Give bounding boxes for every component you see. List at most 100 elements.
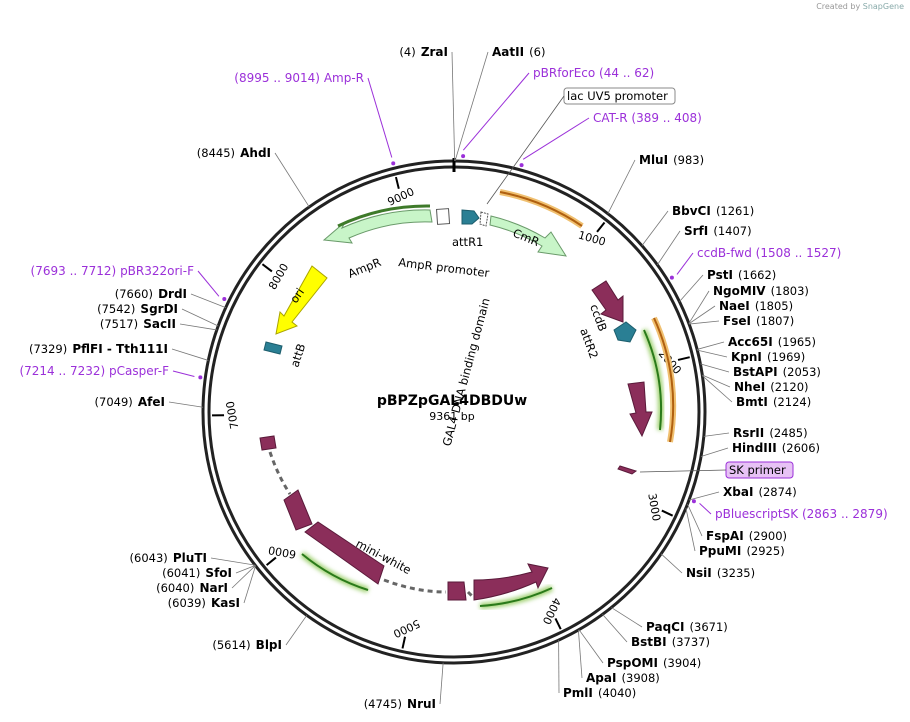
- site-psti[interactable]: PstI (1662): [707, 264, 776, 283]
- leader-hindiii: [700, 447, 729, 457]
- orange-arc-right: [653, 317, 675, 443]
- leader-pluti: [210, 557, 256, 566]
- site-ppumi[interactable]: PpuMI (2925): [699, 540, 785, 559]
- mw-exon4: [447, 581, 467, 601]
- leader-blpi: [285, 615, 308, 646]
- site-hindiii[interactable]: HindIII (2606): [732, 437, 820, 456]
- primer-pbr322ori-f[interactable]: (7693 .. 7712) pBR322ori-F: [31, 264, 195, 278]
- site-aatii[interactable]: AatII (6): [492, 41, 545, 60]
- attr1-label: attR1: [452, 235, 483, 249]
- site-ahdi[interactable]: (8445) AhdI: [197, 142, 271, 161]
- ampr-primer-bar: [337, 204, 431, 228]
- site-apai[interactable]: ApaI (3908): [586, 667, 660, 686]
- primer-pbrforeco[interactable]: pBRforEco (44 .. 62): [533, 66, 654, 80]
- attr1-hatch: [479, 211, 489, 227]
- primer-name-pbluescriptsk: pBluescriptSK: [715, 507, 799, 521]
- primer-range-pbr322ori-f: (7693 .. 7712): [31, 264, 117, 278]
- site-sgrdi[interactable]: (7542) SgrDI: [97, 298, 178, 317]
- site-pos-sacii: (7517): [100, 317, 138, 331]
- site-blpi[interactable]: (5614) BlpI: [212, 634, 282, 653]
- primer-leader-pcasper-f: [172, 370, 195, 378]
- site-naei[interactable]: NaeI (1805): [719, 295, 793, 314]
- tick-5000: [401, 636, 407, 649]
- leader-fspai: [687, 503, 703, 537]
- orange-arc-top: [499, 191, 583, 227]
- primer-range-ccdb-fwd: (1508 .. 1527): [756, 246, 842, 260]
- tick-3000: [661, 509, 674, 517]
- tick-1000: [596, 221, 606, 233]
- lacuv5-feature: [435, 208, 451, 225]
- mw-exon2: [283, 489, 313, 531]
- site-bstbi[interactable]: BstBI (3737): [631, 631, 710, 650]
- site-name-kpni: KpnI: [731, 350, 762, 364]
- site-name-ngomiv: NgoMIV: [713, 284, 766, 298]
- site-kpni[interactable]: KpnI (1969): [731, 346, 805, 365]
- site-pos-bbvci: (1261): [716, 204, 754, 218]
- primer-range-amp-r: (8995 .. 9014): [234, 71, 320, 85]
- site-drdi[interactable]: (7660) DrdI: [115, 283, 187, 302]
- primer-ccdb-fwd[interactable]: ccdB-fwd (1508 .. 1527): [697, 246, 841, 260]
- site-sfoi[interactable]: (6041) SfoI: [162, 562, 232, 581]
- site-name-rsrii: RsrII: [733, 426, 764, 440]
- site-name-ppumi: PpuMI: [699, 544, 741, 558]
- site-pmli[interactable]: PmlI (4040): [563, 682, 636, 701]
- site-bmti[interactable]: BmtI (2124): [736, 391, 811, 410]
- leader-ahdi: [274, 152, 310, 208]
- site-name-nrui: NruI: [407, 697, 436, 711]
- site-pluti[interactable]: (6043) PluTI: [130, 547, 207, 566]
- site-ngomiv[interactable]: NgoMIV (1803): [713, 280, 809, 299]
- leader-apai: [577, 629, 583, 679]
- site-pos-srfi: (1407): [713, 224, 751, 238]
- leader-rsrii: [703, 432, 730, 437]
- site-rsrii[interactable]: RsrII (2485): [733, 422, 808, 441]
- attb-feature: [263, 341, 283, 355]
- site-bbvci[interactable]: BbvCI (1261): [672, 200, 754, 219]
- primer-mark-pcasper-f: [198, 375, 203, 380]
- leader-drdi: [190, 293, 226, 308]
- leader-tth111i: [171, 348, 209, 361]
- site-mlui[interactable]: MluI (983): [639, 149, 704, 168]
- site-labels: (4) ZraI AatII (6) MluI (983) BbvCI (1261)S…: [19, 41, 888, 712]
- leader-paqci: [611, 607, 643, 628]
- primer-cat-r[interactable]: CAT-R (389 .. 408): [593, 111, 702, 125]
- tick-8000: [261, 263, 273, 273]
- site-xbai[interactable]: XbaI (2874): [723, 481, 797, 500]
- leader-ngomiv: [688, 290, 710, 324]
- site-pos-ngomiv: (1803): [771, 284, 809, 298]
- primer-range-pbrforeco: (44 .. 62): [599, 66, 654, 80]
- leader-sgrdi: [181, 308, 219, 327]
- site-fsei[interactable]: FseI (1807): [723, 310, 794, 329]
- site-kasi[interactable]: (6039) KasI: [168, 592, 240, 611]
- leader-afei: [168, 401, 204, 408]
- primer-mark-pbr322ori-f: [222, 296, 227, 301]
- site-pos-aatii: (6): [529, 45, 545, 59]
- site-nhei[interactable]: NheI (2120): [734, 376, 809, 395]
- site-nsii[interactable]: NsiI (3235): [686, 562, 755, 581]
- site-nrui[interactable]: (4745) NruI: [364, 693, 436, 712]
- site-fspai[interactable]: FspAI (2900): [706, 525, 787, 544]
- primer-amp-r[interactable]: (8995 .. 9014) Amp-R: [234, 71, 364, 85]
- site-nari[interactable]: (6040) NarI: [156, 577, 228, 596]
- primer-name-pcasper-f: pCasper-F: [109, 364, 169, 378]
- site-pos-tth111i: (7329): [29, 342, 67, 356]
- primer-name-pbrforeco: pBRforEco: [533, 66, 595, 80]
- site-acc65i[interactable]: Acc65I (1965): [728, 331, 816, 350]
- leader-psti: [679, 274, 704, 302]
- site-pspomi[interactable]: PspOMI (3904): [607, 652, 701, 671]
- site-srfi[interactable]: SrfI (1407): [684, 220, 752, 239]
- site-sacii[interactable]: (7517) SacII: [100, 313, 176, 332]
- site-name-kasi: KasI: [211, 596, 240, 610]
- leader-nari: [231, 565, 256, 589]
- primer-leader-pbrforeco: [462, 72, 530, 151]
- primer-pcasper-f[interactable]: (7214 .. 7232) pCasper-F: [19, 364, 169, 378]
- site-pos-nari: (6040): [156, 581, 194, 595]
- site-tth111i[interactable]: (7329) PflFI - Tth111I: [29, 338, 168, 357]
- site-bstapi[interactable]: BstAPI (2053): [733, 361, 821, 380]
- site-paqci[interactable]: PaqCI (3671): [646, 616, 728, 635]
- site-afei[interactable]: (7049) AfeI: [95, 391, 165, 410]
- primer-pbluescriptsk[interactable]: pBluescriptSK (2863 .. 2879): [715, 507, 888, 521]
- mw-intron2: [383, 578, 447, 594]
- leader-sacii: [179, 323, 217, 331]
- site-zrai[interactable]: (4) ZraI: [399, 41, 448, 60]
